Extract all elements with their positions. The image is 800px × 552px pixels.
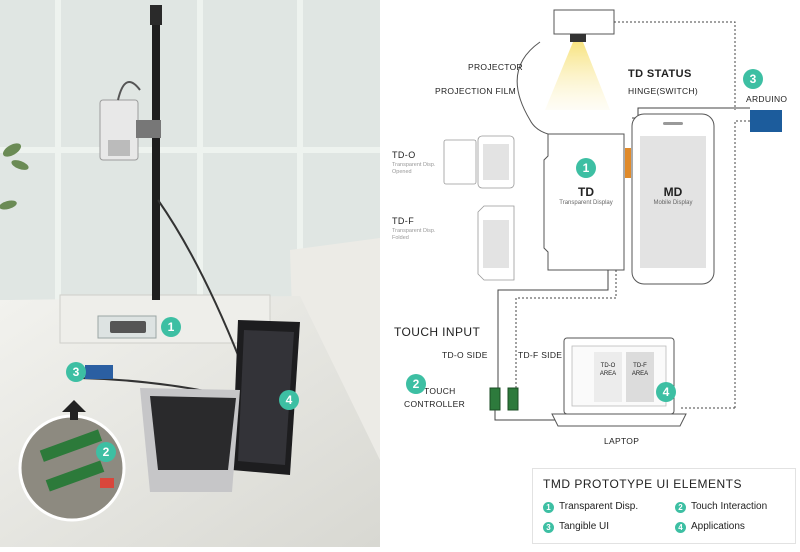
tdf-area (626, 352, 654, 402)
diagram-badge-4: 4 (656, 382, 676, 402)
legend-num-3: 3 (543, 522, 554, 533)
projector-box (553, 9, 615, 35)
tdo-area-line2: AREA (599, 371, 617, 377)
tdo-thumb-left (443, 139, 477, 185)
tdf-area-line2: AREA (631, 371, 649, 377)
legend-title: TMD PROTOTYPE UI ELEMENTS (543, 477, 742, 491)
diagram-badge-1: 1 (576, 158, 596, 178)
photo-illustration (0, 0, 380, 547)
tdf-sub1: Transparent Disp. (392, 228, 436, 234)
md-title: MD (663, 185, 683, 199)
legend-num-2: 2 (675, 502, 686, 513)
projection-film-curve (516, 41, 549, 135)
projection-film-label: PROJECTION FILM (435, 86, 517, 96)
touch-input-label: TOUCH INPUT (394, 325, 481, 339)
legend-label-2: Touch Interaction (691, 501, 768, 512)
legend: TMD PROTOTYPE UI ELEMENTS 1 Transparent D… (532, 468, 796, 544)
hinge-switch (625, 148, 631, 178)
touch-controller-label-1: TOUCH (424, 386, 456, 396)
tdf-area-line1: TD-F (633, 363, 647, 369)
diagram-shapes (443, 9, 782, 427)
prototype-photo: 1 2 3 4 (0, 0, 380, 547)
phone-on-plate (110, 321, 146, 333)
controller-b (507, 387, 519, 411)
legend-label-4: Applications (691, 521, 745, 532)
td-title: TD (578, 185, 594, 199)
tdo-sub2: Opened (392, 169, 412, 175)
legend-label-3: Tangible UI (559, 521, 610, 532)
projector-wire (614, 21, 736, 110)
arduino-label: ARDUINO (746, 94, 788, 104)
legend-num-1: 1 (543, 502, 554, 513)
laptop-base (551, 413, 687, 427)
tdo-title: TD-O (392, 150, 416, 160)
legend-item-4: 4 Applications (675, 521, 745, 533)
tdo-sub1: Transparent Disp. (392, 162, 436, 168)
photo-badge-3: 3 (66, 362, 86, 382)
laptop-device (140, 320, 300, 492)
controller-a (489, 387, 501, 411)
md-sub: Mobile Display (653, 200, 693, 206)
up-arrow-icon (62, 400, 86, 420)
legend-item-2: 2 Touch Interaction (675, 501, 767, 513)
touch-controller-label-2: CONTROLLER (404, 399, 466, 409)
arduino-board (85, 365, 113, 379)
tdo-wire (497, 270, 609, 390)
arduino-box (750, 110, 782, 132)
photo-badge-4: 4 (279, 390, 299, 410)
touch-controller-closeup (18, 414, 126, 522)
tdf-wire (515, 270, 617, 390)
tdo-side-label: TD-O SIDE (442, 350, 488, 360)
diagram-badge-2: 2 (406, 374, 426, 394)
md-screen (640, 136, 706, 268)
photo-badge-1: 1 (161, 317, 181, 337)
legend-label-1: Transparent Disp. (559, 501, 639, 512)
projector-device (99, 81, 161, 161)
td-panel (543, 133, 625, 271)
tdo-area-line1: TD-O (600, 363, 616, 369)
laptop-label: LAPTOP (604, 436, 640, 446)
tdf-sub2: Folded (392, 235, 409, 241)
stand-pole (152, 12, 160, 300)
tdf-title: TD-F (392, 216, 415, 226)
projector-label: PROJECTOR (468, 62, 523, 72)
plant (0, 143, 29, 210)
system-diagram: PROJECTOR PROJECTION FILM TD STATUS HING… (380, 0, 800, 547)
tdo-area (594, 352, 622, 402)
photo-badge-2: 2 (96, 442, 116, 462)
td-status-label: TD STATUS (628, 68, 692, 80)
diagram-badge-3: 3 (743, 69, 763, 89)
legend-item-1: 1 Transparent Disp. (543, 501, 638, 513)
legend-num-4: 4 (675, 522, 686, 533)
td-sub: Transparent Display (559, 200, 613, 206)
light-beam (545, 42, 610, 110)
tdf-side-label: TD-F SIDE (518, 350, 563, 360)
legend-item-3: 3 Tangible UI (543, 521, 609, 533)
hinge-label: HINGE(SWITCH) (628, 86, 699, 96)
projector-lens (570, 34, 586, 42)
